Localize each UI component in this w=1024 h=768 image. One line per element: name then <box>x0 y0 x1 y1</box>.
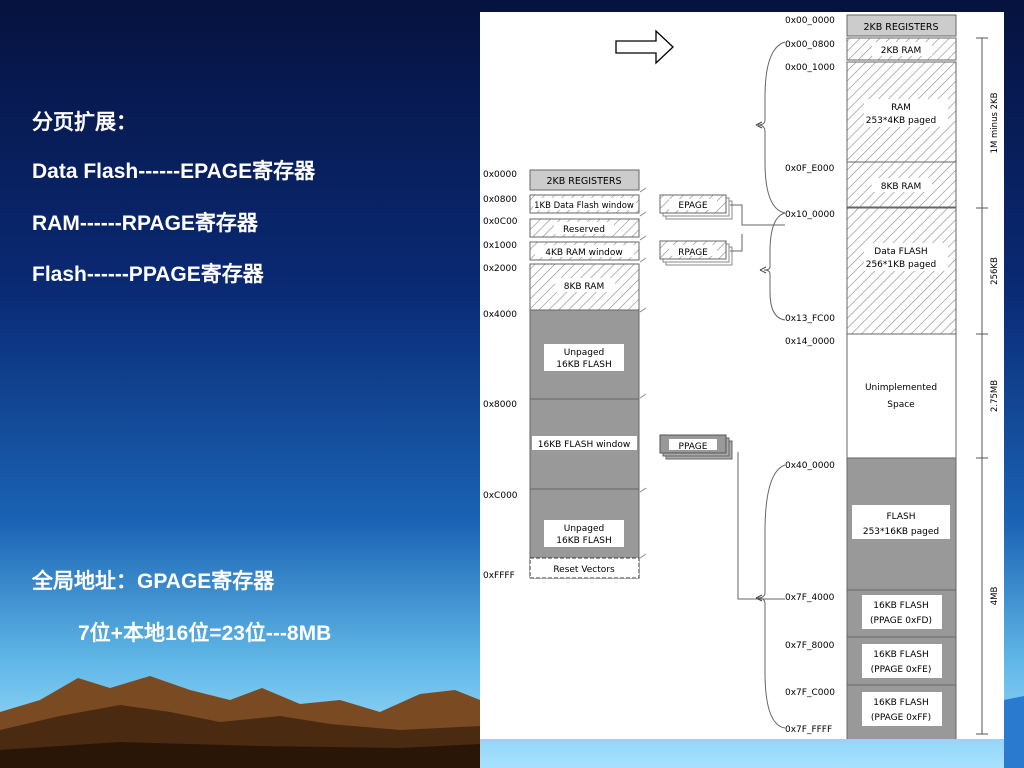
global-flash-fd-page: (PPAGE 0xFD) <box>870 616 932 626</box>
range-256kb: 256KB <box>990 257 1000 285</box>
epage-line: Data Flash------EPAGE寄存器 <box>32 160 316 183</box>
epage-register-label: EPAGE <box>678 201 708 211</box>
global-addr-7f-ffff: 0x7F_FFFF <box>785 725 832 735</box>
global-ram8-label: 8KB RAM <box>881 182 921 192</box>
local-dflash-window-label: 1KB Data Flash window <box>534 201 634 211</box>
connectors <box>730 41 786 729</box>
right-arrow-icon <box>615 29 674 65</box>
local-addr-1000: 0x1000 <box>483 241 517 251</box>
global-addr-13-fc00: 0x13_FC00 <box>785 314 835 324</box>
global-flash-fd-label: 16KB FLASH <box>873 601 928 611</box>
global-ram2-label: 2KB RAM <box>881 46 921 56</box>
size-ranges: 1M minus 2KB 256KB 2.75MB 4MB <box>976 37 1000 735</box>
global-address-title: 全局地址：GPAGE寄存器 <box>32 570 275 593</box>
global-addr-40-0000: 0x40_0000 <box>785 461 835 471</box>
local-addr-0000: 0x0000 <box>483 170 517 180</box>
global-dflash-label: Data FLASH <box>874 247 927 257</box>
page-registers: EPAGE RPAGE PPAGE <box>659 194 733 460</box>
local-reserved-label: Reserved <box>563 225 605 235</box>
local-addr-c000: 0xC000 <box>483 491 518 501</box>
global-registers-label: 2KB REGISTERS <box>863 22 938 33</box>
global-address-detail: 7位+本地16位=23位---8MB <box>78 622 332 645</box>
local-addr-ffff: 0xFFFF <box>483 571 515 581</box>
global-addr-14-0000: 0x14_0000 <box>785 337 835 347</box>
global-addr-00-1000: 0x00_1000 <box>785 63 835 73</box>
local-unpaged1-label: Unpaged <box>564 348 604 358</box>
global-addr-7f-c000: 0x7F_C000 <box>785 688 835 698</box>
global-unimplemented-space: Space <box>887 400 915 410</box>
range-1m-minus-2kb: 1M minus 2KB <box>990 92 1000 153</box>
local-flash-window-label: 16KB FLASH window <box>538 440 630 450</box>
local-ram8-label: 8KB RAM <box>564 282 604 292</box>
global-flash-label: FLASH <box>886 512 915 522</box>
global-addr-7f-8000: 0x7F_8000 <box>785 641 835 651</box>
global-addr-00-0000: 0x00_0000 <box>785 16 835 26</box>
local-addr-0c00: 0x0C00 <box>483 217 518 227</box>
local-unpaged2-label: Unpaged <box>564 524 604 534</box>
memory-map-diagram: 2KB REGISTERS 1KB Data Flash window Rese… <box>480 12 1004 739</box>
global-ram-paged-size: 253*4KB paged <box>866 116 937 126</box>
range-2-75mb: 2.75MB <box>990 380 1000 412</box>
rpage-line: RAM------RPAGE寄存器 <box>32 212 258 235</box>
local-addr-4000: 0x4000 <box>483 310 517 320</box>
global-addr-7f-4000: 0x7F_4000 <box>785 593 835 603</box>
rpage-register-label: RPAGE <box>678 248 708 258</box>
global-addr-10-0000: 0x10_0000 <box>785 210 835 220</box>
global-flash-fe-label: 16KB FLASH <box>873 650 928 660</box>
global-flash-fe-page: (PPAGE 0xFE) <box>871 665 932 675</box>
local-addr-8000: 0x8000 <box>483 400 517 410</box>
global-flash-ff-page: (PPAGE 0xFF) <box>871 713 931 723</box>
local-addr-0800: 0x0800 <box>483 195 517 205</box>
global-unimplemented-label: Unimplemented <box>865 383 937 393</box>
local-addr-2000: 0x2000 <box>483 264 517 274</box>
paging-heading: 分页扩展： <box>32 111 137 134</box>
global-addr-0f-e000: 0x0F_E000 <box>785 164 835 174</box>
local-reset-vectors-label: Reset Vectors <box>553 565 615 575</box>
local-unpaged1-size: 16KB FLASH <box>556 360 611 370</box>
global-ram-paged-label: RAM <box>891 103 911 113</box>
global-flash-ff-label: 16KB FLASH <box>873 698 928 708</box>
ppage-register-label: PPAGE <box>679 442 708 452</box>
local-ram-window-label: 4KB RAM window <box>545 248 622 258</box>
range-4mb: 4MB <box>990 587 1000 606</box>
local-unpaged2-size: 16KB FLASH <box>556 536 611 546</box>
local-registers-label: 2KB REGISTERS <box>546 176 621 187</box>
ppage-line: Flash------PPAGE寄存器 <box>32 263 264 286</box>
global-flash-paged-size: 253*16KB paged <box>863 527 939 537</box>
local-memory-map: 2KB REGISTERS 1KB Data Flash window Rese… <box>483 169 647 581</box>
global-addr-00-0800: 0x00_0800 <box>785 40 835 50</box>
global-dflash-size: 256*1KB paged <box>866 260 937 270</box>
global-memory-map: 2KB REGISTERS 2KB RAM RAM 253*4KB paged … <box>785 14 957 739</box>
